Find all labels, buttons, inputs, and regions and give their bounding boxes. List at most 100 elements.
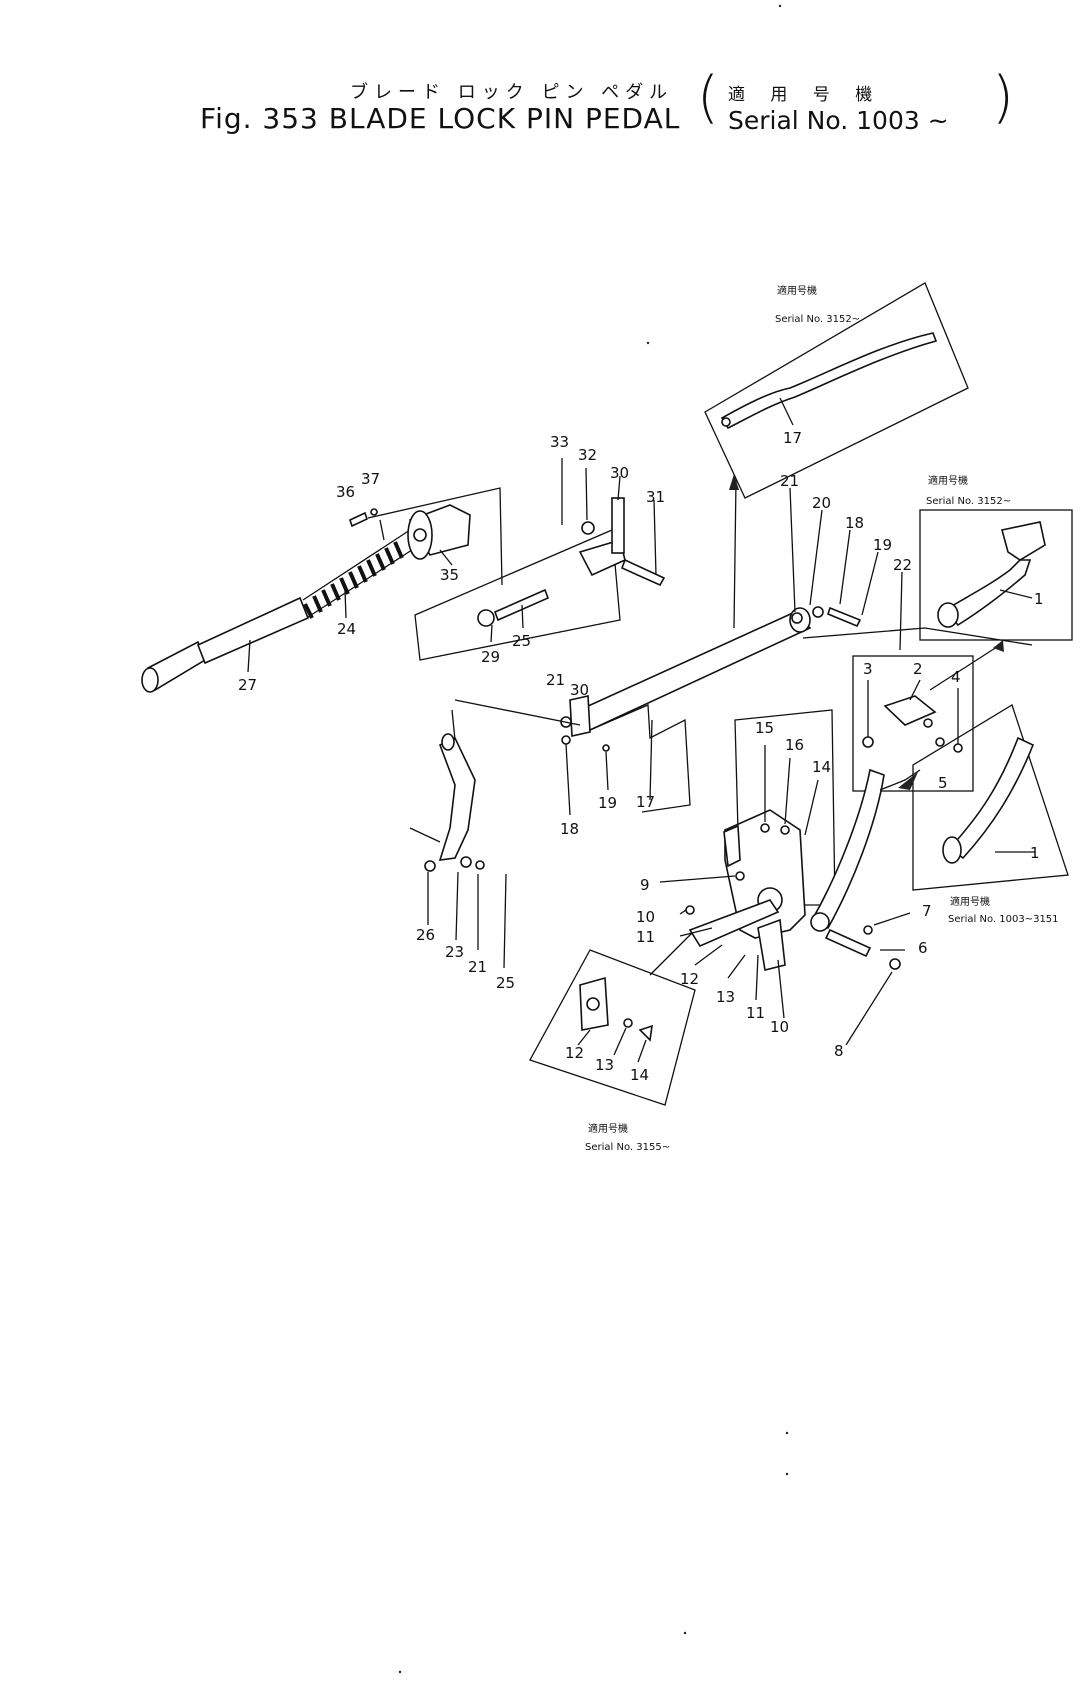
leader-17-inset	[779, 397, 794, 426]
leader-12	[694, 944, 723, 966]
lever-tab	[409, 827, 441, 843]
pedal-lever	[810, 768, 885, 930]
pedal-boss	[937, 602, 959, 628]
callout-27: 27	[238, 676, 257, 694]
callout-19: 19	[598, 794, 617, 812]
callout-9: 9	[640, 876, 650, 894]
leader-20	[809, 509, 823, 606]
leader-to-main	[649, 929, 696, 976]
callout-2: 2	[913, 660, 923, 678]
callout-20: 20	[812, 494, 831, 512]
pin-4	[953, 743, 963, 753]
callout-31: 31	[646, 488, 665, 506]
bolt-15	[760, 823, 770, 833]
inset-note-jp: 適用号機	[777, 284, 817, 297]
lever-17-inset	[720, 332, 938, 430]
callout-35: 35	[440, 566, 459, 584]
pin-18	[812, 606, 824, 618]
leader-27	[247, 639, 251, 673]
leader-18	[839, 529, 851, 605]
inset-lever-17: 適用号機 Serial No. 3152~ 17	[704, 282, 969, 629]
washer-21	[460, 856, 472, 868]
leader-24	[344, 589, 347, 619]
leader-25	[521, 604, 524, 629]
inset-plate-12-14: 12 13 14 適用号機 Serial No. 3155~	[529, 929, 696, 1153]
callout-11: 11	[636, 928, 655, 946]
inset-frame	[529, 949, 696, 1106]
callout-17: 17	[783, 429, 802, 447]
callout-3: 3	[863, 660, 873, 678]
callout-19: 19	[873, 536, 892, 554]
serial-label-japanese: 適 用 号 機	[728, 85, 883, 105]
pin-31	[620, 558, 666, 587]
main-shaft: 17 21 30 18 19	[546, 607, 812, 838]
arrow-head	[729, 474, 739, 490]
serial-range: Serial No. 1003 ~	[728, 106, 949, 135]
inset-pedal-1-b: 1 適用号機 Serial No. 1003~3151	[912, 704, 1069, 925]
split-pin-19	[827, 606, 862, 628]
callout-12: 12	[680, 970, 699, 988]
callout-26: 26	[416, 926, 435, 944]
link-line	[454, 699, 581, 726]
leader-17	[649, 719, 653, 801]
leader-21	[789, 487, 796, 613]
scan-speck	[646, 341, 650, 345]
shaft-17	[573, 611, 812, 731]
inset-note-serial: Serial No. 3152~	[775, 314, 860, 325]
washer-37	[370, 508, 378, 516]
leader-9	[659, 875, 736, 883]
split-pin-19	[602, 744, 610, 752]
leader-10	[777, 959, 785, 1019]
pedal-arm	[948, 736, 1035, 860]
inset-frame	[704, 282, 969, 499]
link-connector	[451, 709, 456, 741]
washer-16	[780, 825, 790, 835]
nut-7	[863, 925, 873, 935]
washer-21	[791, 612, 803, 624]
callout-25: 25	[512, 632, 531, 650]
leader-19	[861, 551, 879, 616]
leader-19	[605, 751, 609, 791]
callout-bracket	[589, 704, 691, 813]
leader-35	[439, 549, 453, 566]
callout-18: 18	[845, 514, 864, 532]
bushing	[757, 918, 786, 971]
bolt-36	[349, 511, 368, 528]
leader-16	[784, 757, 791, 825]
inset-note-serial: Serial No. 1003~3151	[948, 914, 1059, 925]
callout-1: 1	[1034, 590, 1044, 608]
callout-10: 10	[770, 1018, 789, 1036]
bolt-25	[493, 588, 550, 622]
pedal-hub	[810, 912, 830, 932]
callout-16: 16	[785, 736, 804, 754]
leader-22	[899, 571, 903, 651]
callout-13: 13	[716, 988, 735, 1006]
callout-33: 33	[550, 433, 569, 451]
callout-24: 24	[337, 620, 356, 638]
callout-5: 5	[938, 774, 948, 792]
clevis-group: 29 25 33 32 30 31	[414, 433, 666, 666]
leader-1	[999, 589, 1033, 599]
washer-32	[581, 521, 595, 535]
leader-25	[503, 873, 507, 969]
leader-11	[755, 954, 759, 1001]
callout-21: 21	[468, 958, 487, 976]
spring-rod	[302, 529, 416, 618]
pedal-bracket-assembly: 15 16 14 9 10 11 12 13 11 10 7 6 8	[636, 709, 932, 1060]
inset-frame	[919, 509, 1073, 641]
leader-14	[804, 779, 819, 836]
callout-bracket	[367, 487, 503, 586]
bolt-3	[862, 736, 874, 748]
arrow-head	[898, 772, 918, 790]
leader-14	[637, 1039, 647, 1063]
callout-29: 29	[481, 648, 500, 666]
plate-9	[735, 871, 745, 881]
washer-13	[623, 1018, 633, 1028]
scan-speck	[683, 1631, 687, 1635]
rod-27	[196, 596, 310, 665]
leader-12	[577, 1029, 591, 1046]
split-pin-25	[475, 860, 485, 870]
leader-31	[653, 499, 657, 576]
bolt-14	[638, 1024, 653, 1042]
